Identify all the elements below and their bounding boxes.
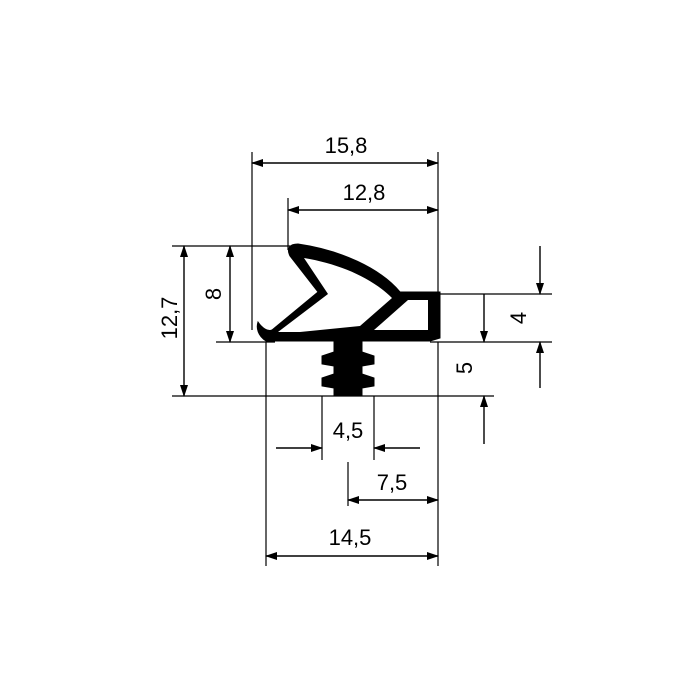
seal-profile <box>256 243 441 397</box>
profile-cavity-right <box>374 300 428 330</box>
label-head-height: 8 <box>201 288 226 300</box>
label-fin-height: 5 <box>452 362 477 374</box>
label-total-height: 12,7 <box>157 297 182 340</box>
label-base-width: 14,5 <box>329 525 372 550</box>
profile-cavity-left <box>278 258 392 332</box>
extension-lines <box>172 152 552 566</box>
label-lip-width: 12,8 <box>343 180 386 205</box>
label-fin-offset: 7,5 <box>377 470 408 495</box>
label-top-width: 15,8 <box>325 133 368 158</box>
label-fin-width: 4,5 <box>333 418 364 443</box>
label-right-step: 4 <box>506 312 531 324</box>
dimension-lines <box>180 159 544 560</box>
dimension-labels: 15,8 12,8 12,7 8 4 5 4,5 7,5 14,5 <box>157 133 531 550</box>
